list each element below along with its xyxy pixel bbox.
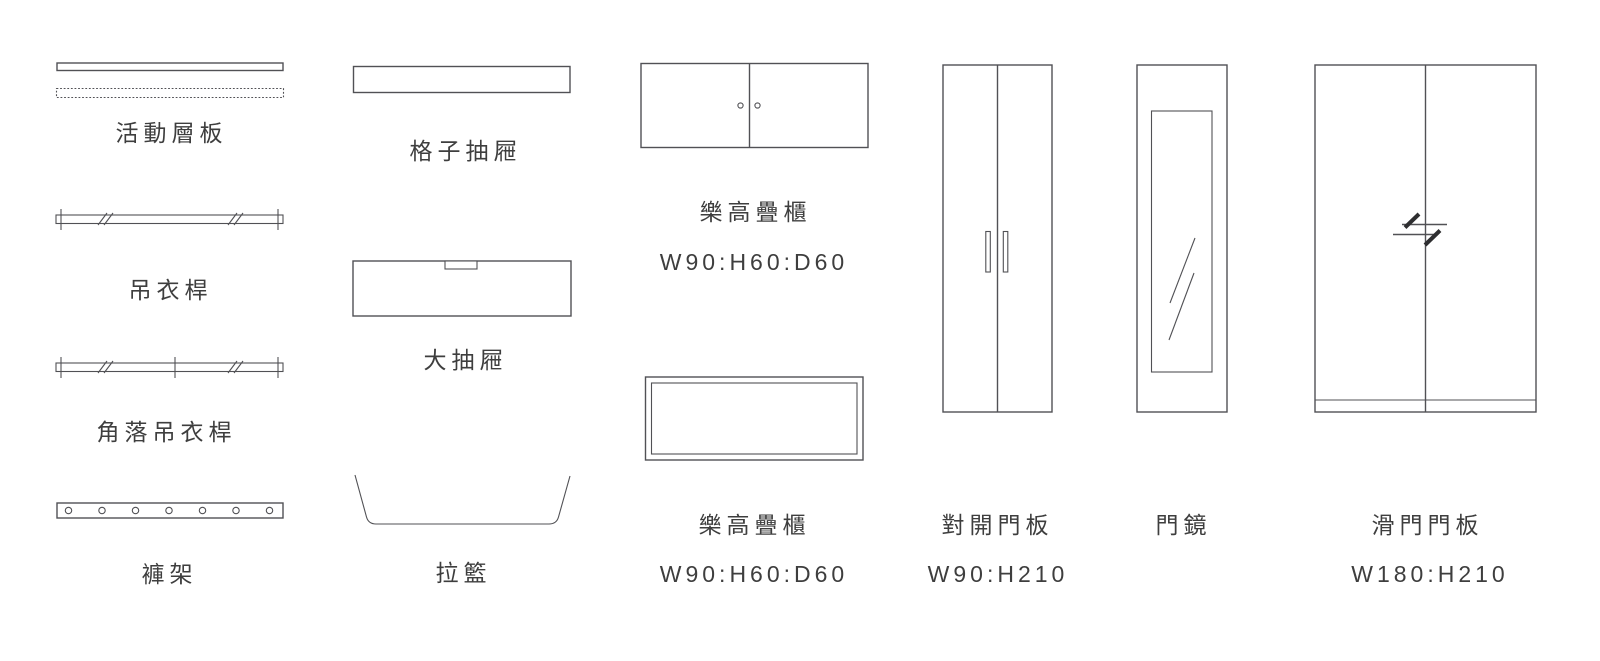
large-drawer-icon xyxy=(352,260,572,317)
pants-rack-label: 褲架 xyxy=(141,561,198,587)
double-door-panel-dimensions: W90:H210 xyxy=(927,561,1069,587)
lego-stack-cabinet-front-label: 樂高疊櫃 xyxy=(699,199,812,225)
corner-hanging-rod-label: 角落吊衣桿 xyxy=(96,419,237,445)
pull-basket-label: 拉籃 xyxy=(435,560,492,586)
pull-basket-icon xyxy=(354,474,571,525)
door-mirror-label: 門鏡 xyxy=(1155,512,1212,538)
double-door-panel-icon xyxy=(942,64,1053,413)
hanging-rod-label: 吊衣桿 xyxy=(128,277,213,303)
door-mirror-icon xyxy=(1136,64,1228,413)
double-door-panel-label: 對開門板 xyxy=(941,512,1054,538)
pants-rack-icon xyxy=(56,502,284,519)
large-drawer-label: 大抽屜 xyxy=(423,347,508,373)
sliding-direction-arrows-icon xyxy=(1393,212,1447,247)
grid-drawer-icon xyxy=(352,65,571,94)
hanging-rod-icon xyxy=(55,209,284,230)
lego-stack-cabinet-top-label: 樂高疊櫃 xyxy=(698,512,811,538)
sliding-door-panel-icon xyxy=(1314,64,1537,413)
sliding-door-panel-dimensions: W180:H210 xyxy=(1351,561,1509,587)
lego-stack-cabinet-front-icon xyxy=(640,62,869,149)
movable-shelf-icon xyxy=(55,62,285,99)
lego-stack-cabinet-top-dimensions: W90:H60:D60 xyxy=(659,561,849,587)
lego-stack-cabinet-front-dimensions: W90:H60:D60 xyxy=(659,249,849,275)
grid-drawer-label: 格子抽屜 xyxy=(409,138,522,164)
movable-shelf-label: 活動層板 xyxy=(115,120,228,146)
lego-stack-cabinet-top-icon xyxy=(644,376,864,461)
corner-hanging-rod-icon xyxy=(55,357,284,378)
sliding-door-panel-label: 滑門門板 xyxy=(1371,512,1484,538)
